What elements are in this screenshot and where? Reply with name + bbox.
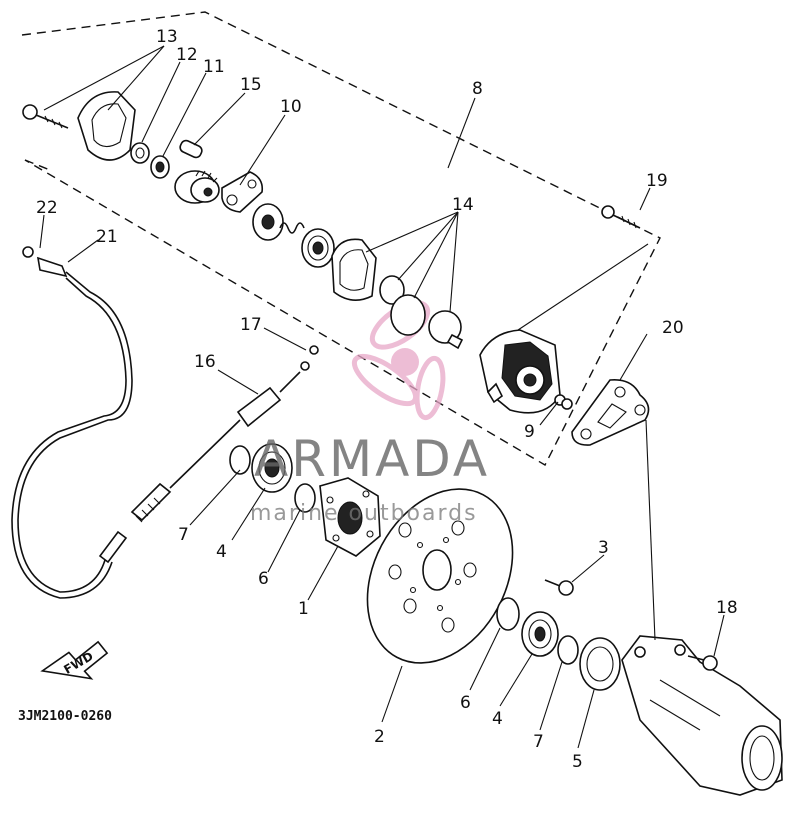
callout-18: 18 bbox=[716, 598, 738, 618]
bolt-18 bbox=[687, 655, 718, 671]
housing-8 bbox=[479, 329, 561, 414]
cable-16 bbox=[98, 345, 319, 564]
assembly-outline bbox=[21, 11, 661, 466]
watermark-logo bbox=[351, 300, 446, 421]
seal-5 bbox=[579, 637, 621, 691]
plug-14b bbox=[390, 294, 426, 336]
axle-housing bbox=[621, 635, 783, 796]
callout-1: 1 bbox=[298, 599, 309, 619]
callout-13: 13 bbox=[156, 27, 178, 47]
callout-3: 3 bbox=[598, 538, 609, 558]
callout-6b: 6 bbox=[460, 693, 471, 713]
o-ring-7a bbox=[229, 445, 251, 475]
diagram-part-code: 3JM2100-0260 bbox=[18, 709, 112, 724]
bearing bbox=[301, 228, 335, 268]
callout-12: 12 bbox=[176, 45, 198, 65]
callout-19: 19 bbox=[646, 171, 668, 191]
fwd-arrow-icon: FWD bbox=[40, 640, 109, 680]
washer-12 bbox=[130, 142, 150, 164]
part-11 bbox=[150, 155, 170, 179]
callout-7b: 7 bbox=[533, 732, 544, 752]
o-ring-14a bbox=[379, 275, 405, 305]
callout-5: 5 bbox=[572, 752, 583, 772]
bolt-13 bbox=[22, 104, 69, 129]
callout-6a: 6 bbox=[258, 569, 269, 589]
o-ring-7b bbox=[557, 635, 579, 665]
leader-lines bbox=[39, 45, 725, 749]
plate-10 bbox=[221, 171, 264, 213]
callout-11: 11 bbox=[203, 57, 225, 77]
watermark-tagline: marine outboards bbox=[250, 501, 478, 526]
callout-2: 2 bbox=[374, 727, 385, 747]
bolt-3 bbox=[544, 579, 574, 596]
bearing-4b bbox=[521, 611, 559, 657]
bearing-4a bbox=[251, 443, 293, 493]
gasket-14 bbox=[331, 238, 377, 301]
cover-part-13 bbox=[77, 91, 136, 161]
callout-15: 15 bbox=[240, 75, 262, 95]
watermark-brand: ARMADA bbox=[254, 430, 490, 488]
o-ring-6a bbox=[294, 483, 316, 513]
callout-17: 17 bbox=[240, 315, 262, 335]
callout-10: 10 bbox=[280, 97, 302, 117]
assembly-outline-inner bbox=[24, 159, 51, 171]
callout-21: 21 bbox=[96, 227, 118, 247]
spring-assembly bbox=[252, 203, 305, 241]
plug-14c bbox=[428, 310, 464, 350]
callout-9: 9 bbox=[524, 422, 535, 442]
callout-4a: 4 bbox=[216, 542, 227, 562]
pin-15 bbox=[179, 139, 203, 159]
callout-4b: 4 bbox=[492, 709, 503, 729]
callout-8: 8 bbox=[472, 79, 483, 99]
drive-gear bbox=[174, 170, 220, 204]
callout-16: 16 bbox=[194, 352, 216, 372]
o-ring-6b bbox=[496, 597, 520, 631]
callout-14: 14 bbox=[452, 195, 474, 215]
cable-21 bbox=[11, 246, 133, 599]
hub-1 bbox=[319, 477, 381, 557]
bolt-19 bbox=[601, 205, 641, 229]
callout-7a: 7 bbox=[178, 525, 189, 545]
callout-22: 22 bbox=[36, 198, 58, 218]
callout-20: 20 bbox=[662, 318, 684, 338]
bracket-20 bbox=[571, 378, 650, 446]
